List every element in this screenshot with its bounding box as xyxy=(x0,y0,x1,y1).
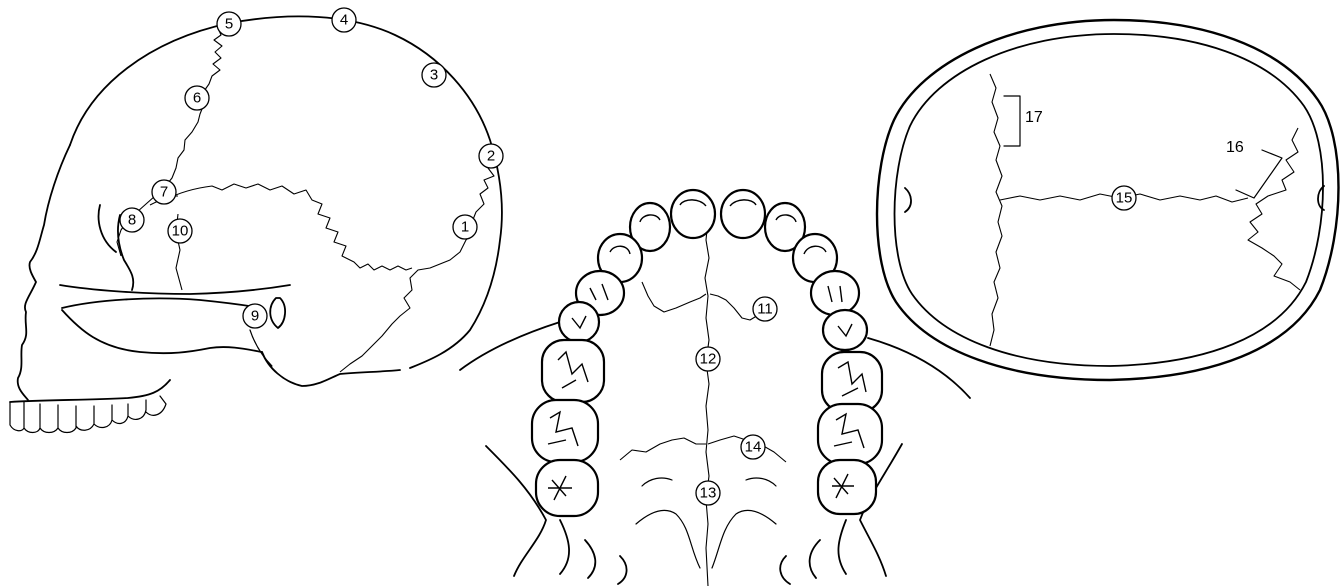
median-palatine-suture xyxy=(705,220,709,586)
marker-14: 14 xyxy=(741,435,765,459)
marker-1: 1 xyxy=(453,215,477,239)
bracket-16 xyxy=(1236,150,1282,198)
svg-text:15: 15 xyxy=(1116,190,1133,207)
marker-15: 15 xyxy=(1112,186,1136,210)
marker-13: 13 xyxy=(696,481,720,505)
svg-text:1: 1 xyxy=(461,219,469,236)
svg-text:10: 10 xyxy=(172,223,189,240)
face-profile xyxy=(18,145,70,400)
svg-text:12: 12 xyxy=(700,351,717,368)
marker-5: 5 xyxy=(217,12,241,36)
choanae xyxy=(636,510,776,568)
label-16: 16 xyxy=(1226,139,1244,156)
bracket-17 xyxy=(1004,96,1020,146)
svg-text:5: 5 xyxy=(225,16,233,33)
marker-10: 10 xyxy=(168,219,192,243)
mastoid-process xyxy=(262,352,400,386)
styloid-process xyxy=(250,330,272,366)
svg-text:13: 13 xyxy=(700,485,717,502)
svg-text:3: 3 xyxy=(430,67,438,84)
squamosal-suture xyxy=(165,184,412,290)
marker-11: 11 xyxy=(753,297,777,321)
palate-view xyxy=(460,190,970,586)
marker-12: 12 xyxy=(696,347,720,371)
svg-text:9: 9 xyxy=(251,308,259,325)
svg-text:6: 6 xyxy=(193,90,201,107)
svg-text:14: 14 xyxy=(745,439,762,456)
svg-text:2: 2 xyxy=(487,148,495,165)
lambdoid-suture xyxy=(340,158,494,372)
coronal-suture-top xyxy=(990,74,1002,346)
marker-7: 7 xyxy=(152,180,176,204)
external-ear-canal xyxy=(270,298,285,328)
marker-9: 9 xyxy=(243,304,267,328)
upper-jaw-line xyxy=(10,380,170,402)
calvaria-view xyxy=(877,20,1339,380)
label-17: 17 xyxy=(1025,109,1043,126)
marker-6: 6 xyxy=(185,86,209,110)
marker-4: 4 xyxy=(332,8,356,32)
palate-outline-right xyxy=(868,338,970,398)
calvaria-inner-rim xyxy=(895,34,1324,366)
svg-text:4: 4 xyxy=(340,12,348,29)
svg-text:8: 8 xyxy=(128,212,136,229)
svg-text:11: 11 xyxy=(757,301,773,318)
lambdoid-suture-top xyxy=(1248,128,1300,290)
svg-text:7: 7 xyxy=(160,184,168,201)
marker-2: 2 xyxy=(479,144,503,168)
marker-8: 8 xyxy=(120,208,144,232)
marker-3: 3 xyxy=(422,63,446,87)
maxilla-line xyxy=(62,310,262,353)
